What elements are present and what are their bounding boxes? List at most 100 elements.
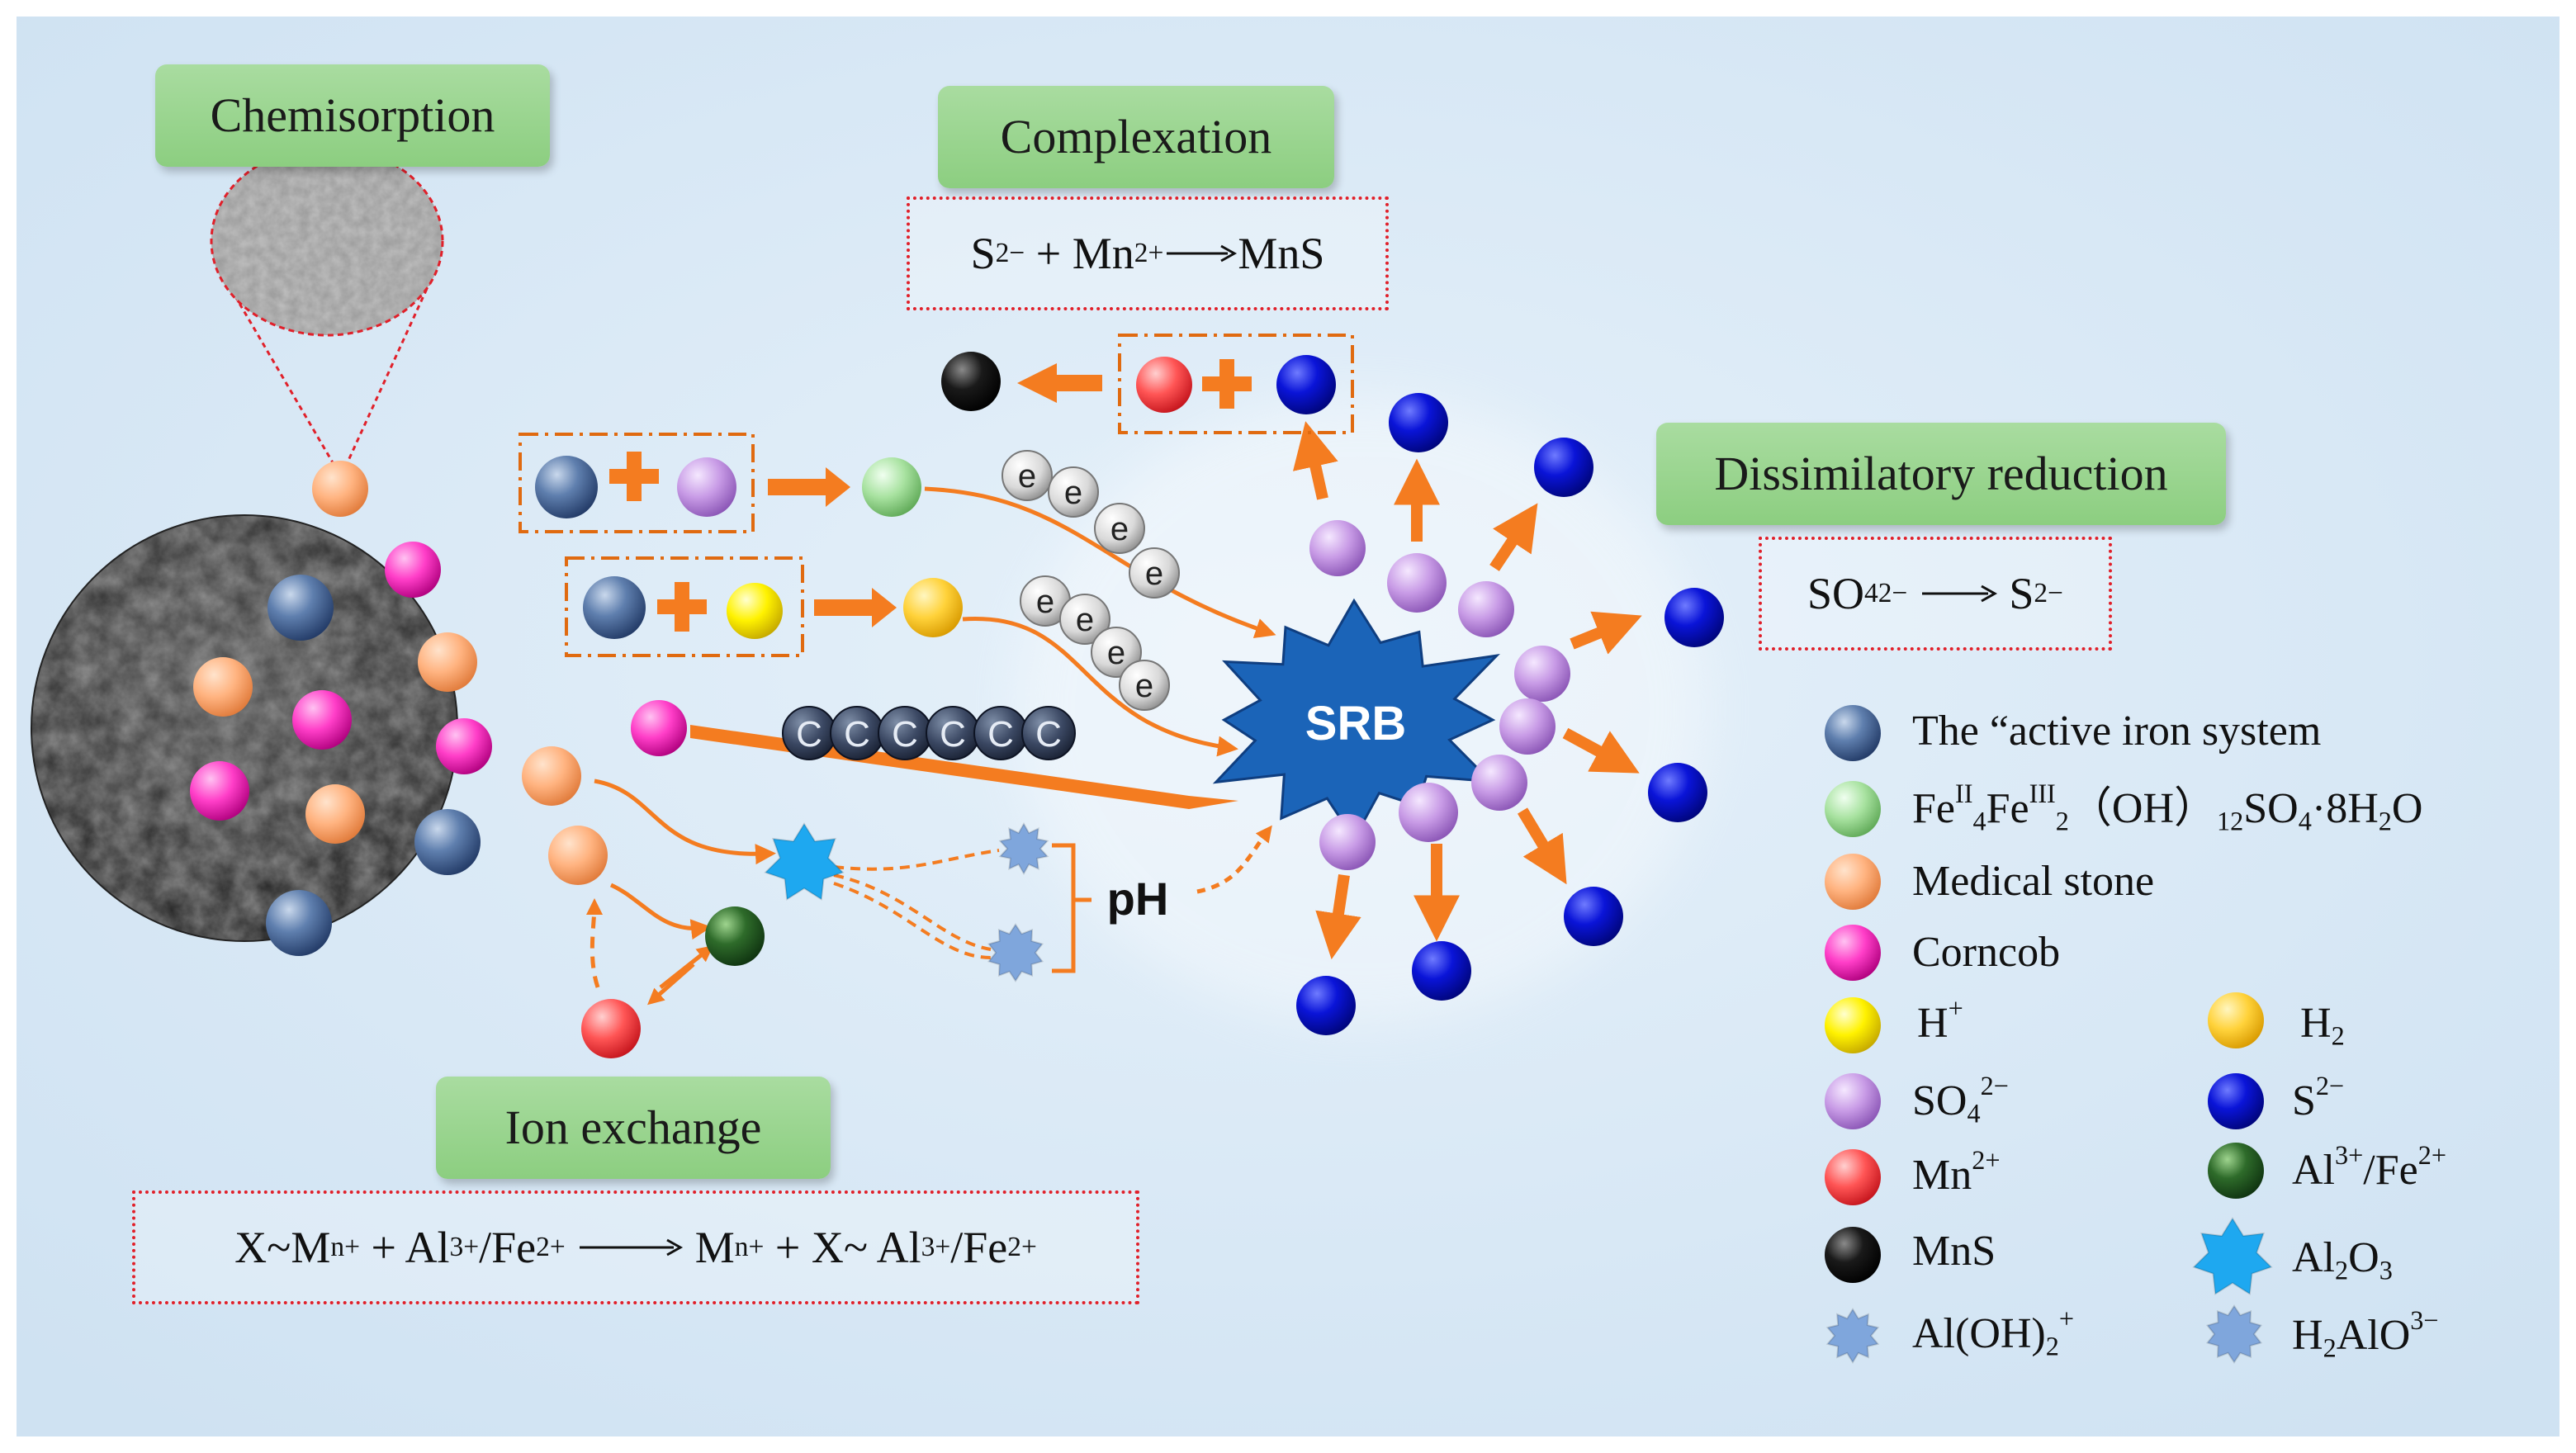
- sphere-sulfide: [1276, 355, 1336, 414]
- sphere-green-rust: [862, 457, 921, 517]
- star-al2o3: [764, 822, 845, 901]
- block-arrow-mns: [1017, 363, 1102, 403]
- srb-label: SRB: [1305, 697, 1406, 750]
- carbon-label: C: [844, 714, 870, 755]
- plus-signs: [609, 359, 1252, 632]
- sphere-corncob: [631, 700, 687, 756]
- legend-sphere-medical-stone: [1825, 854, 1881, 910]
- chemisorption-label: Chemisorption: [155, 64, 550, 167]
- sphere-corncob: [190, 761, 249, 821]
- sphere-sulfide: [1664, 588, 1724, 647]
- legend-aloh2: Al(OH)2+: [1912, 1303, 2075, 1361]
- sphere-sulfate: [677, 457, 736, 517]
- sphere-active-iron: [583, 576, 646, 639]
- legend-sphere-h2: [2208, 992, 2264, 1048]
- dissimilatory-reduction-label: Dissimilatory reduction: [1656, 423, 2226, 525]
- combo-box-mns: [1118, 334, 1354, 434]
- legend-h-plus: H+: [1917, 992, 1963, 1047]
- electron-label: e: [1145, 556, 1163, 592]
- legend-h2alo3: H2AlO3−: [2292, 1304, 2439, 1363]
- sphere-h-plus: [727, 583, 783, 639]
- legend-sulfate: SO42−: [1912, 1070, 2009, 1129]
- legend-mn: Mn2+: [1912, 1144, 2001, 1199]
- electron-label: e: [1076, 602, 1094, 638]
- arrow-icon: [580, 1238, 684, 1257]
- sphere-sulfate: [1399, 783, 1458, 842]
- sem-magnifier-icon: [210, 145, 444, 465]
- legend-sphere-al-fe: [2208, 1143, 2264, 1199]
- block-arrow-green-rust: [768, 467, 850, 507]
- legend-green-rust: FeII4FeIII2（OH）12SO4·8H2O: [1912, 778, 2423, 836]
- sphere-medical-stone: [193, 657, 253, 717]
- sphere-sulfate: [1387, 553, 1447, 613]
- legend-sphere-mns: [1825, 1227, 1881, 1283]
- electron-icon: [1129, 547, 1180, 599]
- sphere-corncob: [385, 542, 441, 598]
- electron-label: e: [1107, 635, 1125, 671]
- sphere-sulfate: [1309, 520, 1366, 576]
- legend-h2: H2: [2300, 1000, 2345, 1051]
- star-aloh2: [998, 821, 1049, 876]
- legend-sphere-sulfide: [2208, 1073, 2264, 1129]
- legend-corncob: Corncob: [1912, 929, 2061, 976]
- ph-label: pH: [1107, 873, 1169, 925]
- legend-medical-stone: Medical stone: [1912, 858, 2155, 905]
- sphere-corncob: [436, 718, 492, 774]
- legend-sphere-green-rust: [1825, 781, 1881, 837]
- sphere-sulfide: [1564, 887, 1623, 946]
- electron-label: e: [1018, 458, 1036, 495]
- electron-icon: [1048, 466, 1099, 518]
- sphere-sulfate: [1458, 581, 1514, 637]
- carbon-label: C: [987, 714, 1014, 755]
- sphere-sulfide: [1296, 976, 1356, 1035]
- sphere-sulfide: [1412, 941, 1471, 1001]
- ion-exchange-label: Ion exchange: [436, 1077, 831, 1179]
- sphere-mns: [941, 352, 1001, 411]
- sphere-medical-stone: [548, 826, 608, 885]
- carbon-label: C: [796, 714, 822, 755]
- legend-star-aloh2: [1825, 1308, 1880, 1364]
- electron-icon: [1119, 660, 1170, 711]
- arrow-icon: [1167, 244, 1238, 263]
- sphere-medical-stone: [312, 461, 368, 517]
- sphere-medical-stone: [522, 746, 581, 806]
- electron-label: e: [1135, 668, 1153, 704]
- legend-sphere-corncob: [1825, 925, 1881, 981]
- legend-sulfide: S2−: [2292, 1070, 2345, 1124]
- sphere-mn: [1136, 357, 1192, 413]
- sphere-sulfide: [1534, 438, 1593, 497]
- complexation-label: Complexation: [938, 86, 1334, 188]
- combo-box-h2: [565, 556, 804, 657]
- legend-star-al2o3: [2192, 1217, 2273, 1295]
- sphere-active-iron: [535, 456, 598, 518]
- sphere-medical-stone: [418, 632, 477, 692]
- sphere-al-fe: [705, 906, 765, 966]
- electron-icon: [1002, 450, 1053, 501]
- sphere-medical-stone: [305, 784, 365, 844]
- electron-icon: [1059, 594, 1110, 645]
- sphere-active-iron: [268, 575, 334, 641]
- sphere-sulfate: [1319, 814, 1376, 870]
- sphere-active-iron: [414, 809, 481, 875]
- sphere-corncob: [292, 690, 352, 750]
- electron-icon: [1091, 627, 1142, 678]
- legend-sphere-mn: [1825, 1149, 1881, 1205]
- combo-box-green-rust: [519, 433, 755, 533]
- electron-label: e: [1110, 511, 1129, 547]
- legend-al-fe: Al3+/Fe2+: [2292, 1139, 2447, 1194]
- srb-starburst-icon: SRB: [1212, 598, 1500, 842]
- electron-label: e: [1036, 584, 1054, 620]
- electron-label: e: [1064, 475, 1082, 511]
- arrow-icon: [1921, 585, 1997, 603]
- legend-active-iron: The “active iron system: [1912, 708, 2322, 755]
- sphere-sulfide: [1648, 763, 1707, 822]
- legend-star-h2alo3: [2205, 1304, 2263, 1364]
- sphere-mn: [581, 999, 641, 1058]
- legend-sphere-h-plus: [1825, 997, 1881, 1053]
- star-h2alo3: [987, 923, 1044, 982]
- carbon-label: C: [940, 714, 966, 755]
